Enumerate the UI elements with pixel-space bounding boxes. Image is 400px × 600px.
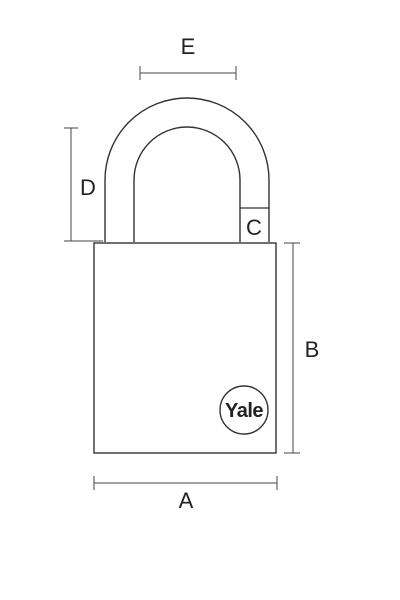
dimension-e — [139, 66, 237, 80]
dimension-label-c: C — [246, 215, 262, 240]
dimension-label-a: A — [179, 488, 194, 513]
dimension-label-d: D — [80, 175, 96, 200]
dimension-b — [284, 242, 300, 454]
dimension-label-e: E — [181, 34, 196, 59]
logo-text: Yale — [225, 400, 263, 422]
logo-circle — [219, 385, 269, 435]
shackle-inner — [133, 126, 241, 242]
dimension-a — [93, 476, 278, 490]
dimension-label-b: B — [305, 337, 320, 362]
shackle-outer — [104, 97, 270, 242]
dimension-d — [64, 127, 103, 242]
